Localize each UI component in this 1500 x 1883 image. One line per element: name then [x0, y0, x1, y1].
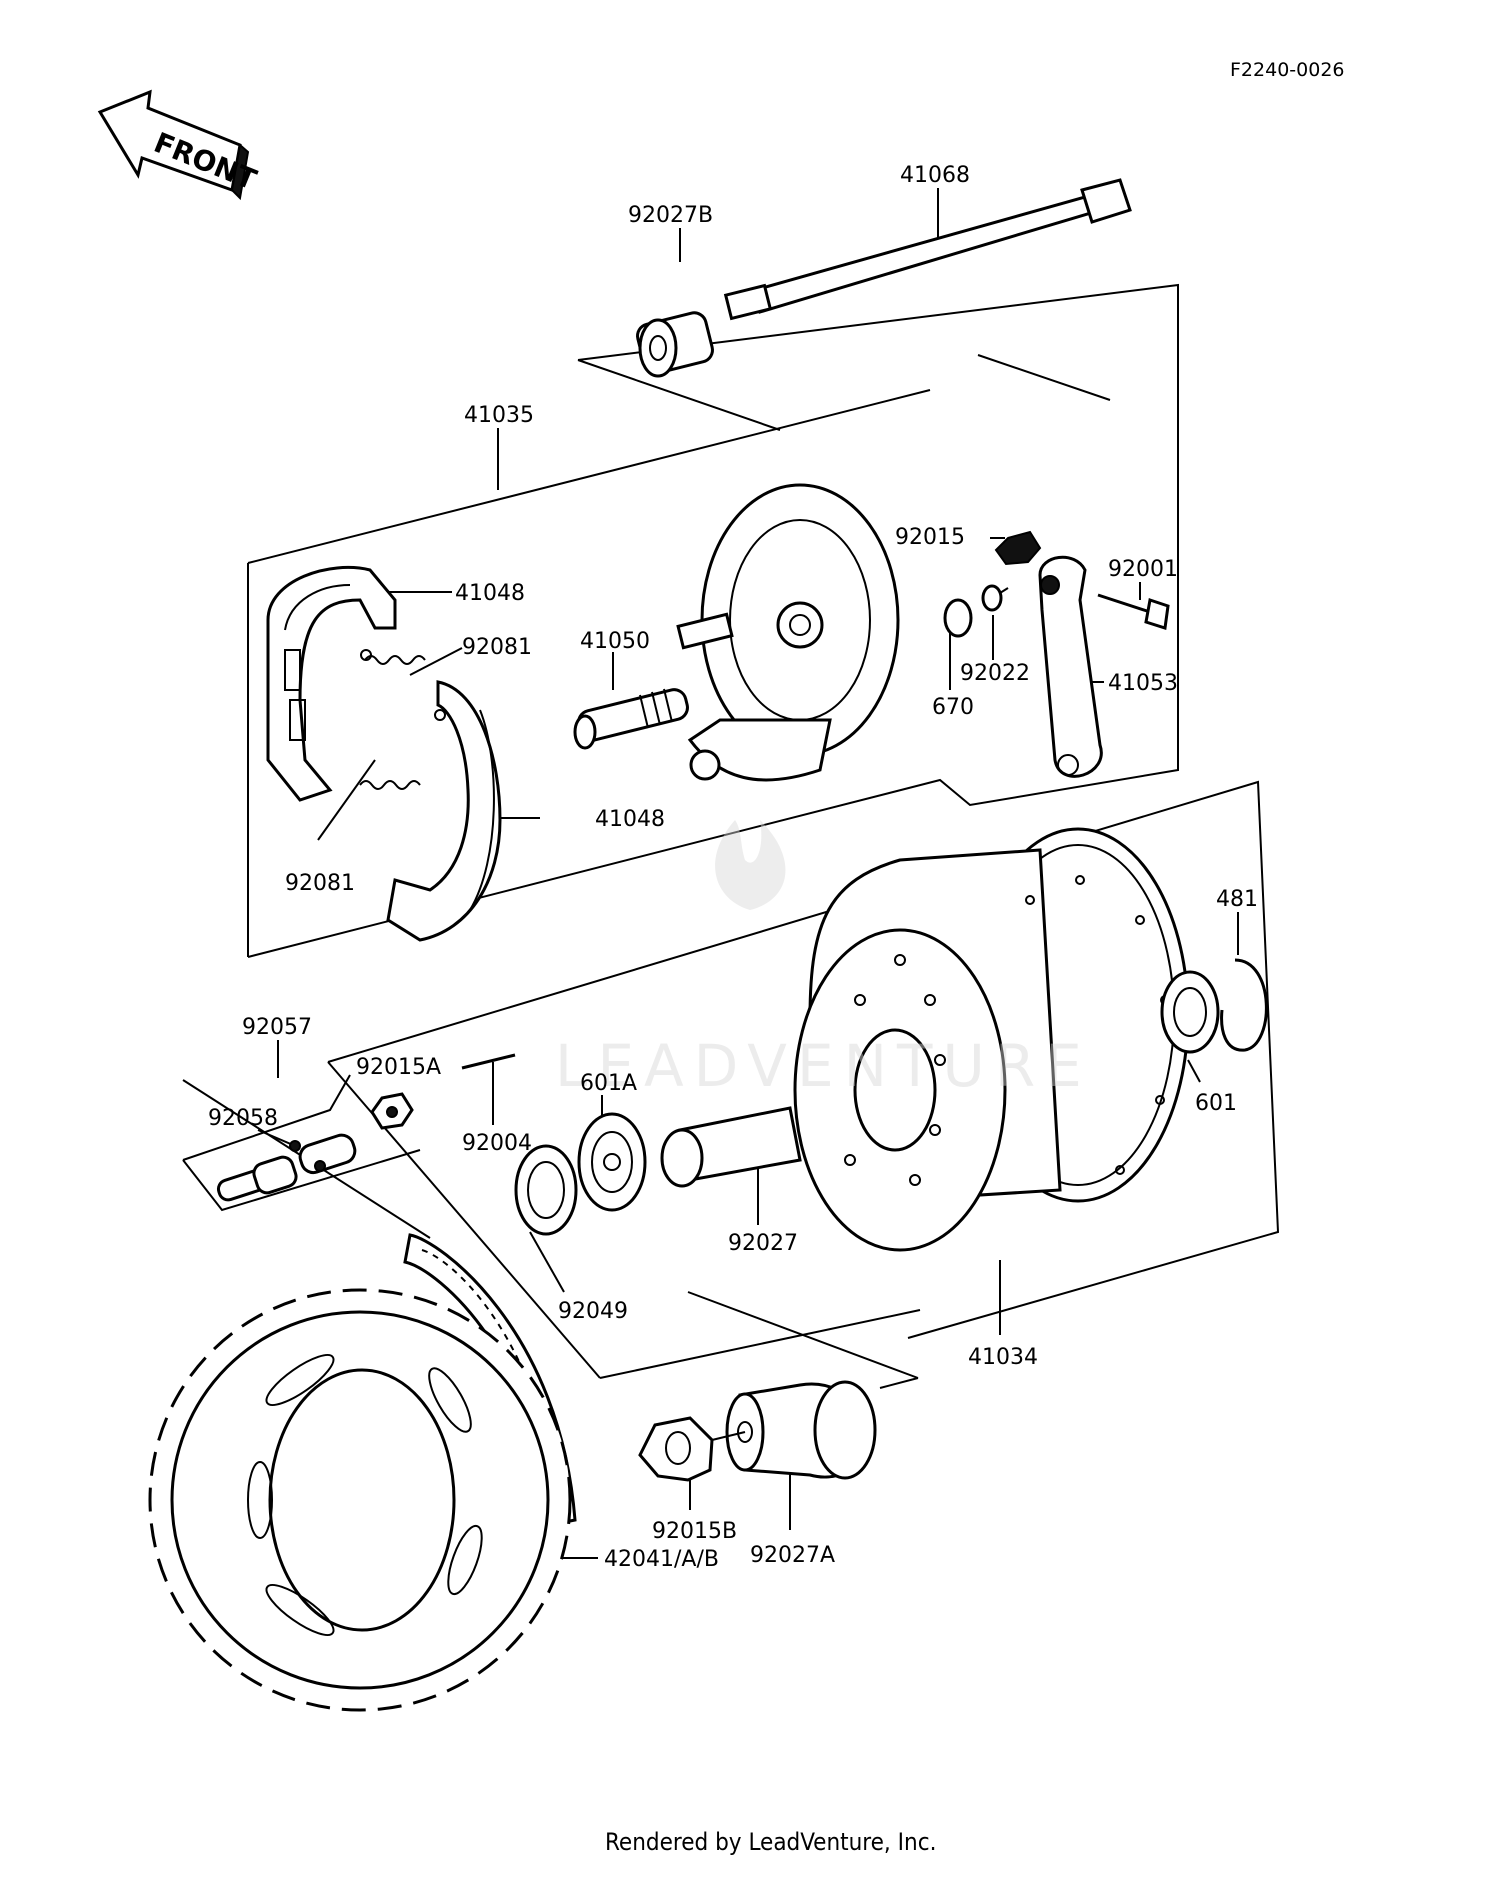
part-label-92001: 92001	[1108, 557, 1178, 582]
part-label-92022: 92022	[960, 661, 1030, 686]
part-label-92027A: 92027A	[750, 1543, 835, 1568]
brake-shoe-lower	[386, 680, 502, 942]
hub-spacer	[660, 1106, 802, 1188]
part-label-92004: 92004	[462, 1131, 532, 1156]
hub-body	[793, 827, 1190, 1252]
brake-lever	[1038, 555, 1103, 778]
part-label-92049: 92049	[558, 1299, 628, 1324]
part-label-41050: 41050	[580, 629, 650, 654]
part-label-601A: 601A	[580, 1071, 637, 1096]
part-label-41034: 41034	[968, 1345, 1038, 1370]
part-label-92027B: 92027B	[628, 203, 713, 228]
brake-springs	[359, 649, 446, 790]
part-label-92058: 92058	[208, 1106, 278, 1131]
rear-sprocket	[148, 1288, 572, 1712]
part-label-41053: 41053	[1108, 671, 1178, 696]
part-label-92027: 92027	[728, 1231, 798, 1256]
part-label-92015: 92015	[895, 525, 965, 550]
part-label-41048-upper: 41048	[455, 581, 525, 606]
watermark: LEADVENTURE	[555, 820, 1092, 1100]
hub-stud	[461, 1053, 516, 1070]
seal	[514, 1144, 578, 1236]
axle-collar	[636, 311, 714, 378]
footer-credit: Rendered by LeadVenture, Inc.	[605, 1828, 936, 1856]
part-labels: 41068 92027B 41035 92015 92001 41048 920…	[208, 163, 1258, 1572]
part-label-601: 601	[1195, 1091, 1237, 1116]
part-label-92015B: 92015B	[652, 1519, 737, 1544]
brake-panel	[676, 483, 900, 782]
part-label-481: 481	[1216, 887, 1258, 912]
part-label-41035: 41035	[464, 403, 534, 428]
nut-92015B	[638, 1416, 714, 1482]
part-label-41048-lower: 41048	[595, 807, 665, 832]
hub-bearing-right	[1160, 970, 1220, 1054]
watermark-text: LEADVENTURE	[555, 1032, 1092, 1100]
part-label-670: 670	[932, 695, 974, 720]
axle	[723, 178, 1132, 321]
hub-bearing-left	[577, 1112, 647, 1212]
brake-cam	[573, 688, 689, 750]
part-label-41068: 41068	[900, 163, 970, 188]
circlip	[1220, 958, 1268, 1052]
part-label-92081-lower: 92081	[285, 871, 355, 896]
chain-joint	[216, 1133, 357, 1202]
nut-92015A	[370, 1092, 414, 1130]
lever-bolt	[1097, 593, 1170, 630]
part-label-92081-upper: 92081	[462, 635, 532, 660]
part-label-92015A: 92015A	[356, 1055, 441, 1080]
collar-92027A	[725, 1380, 877, 1480]
brake-shoe-upper	[266, 565, 397, 802]
part-label-42041: 42041/A/B	[604, 1547, 719, 1572]
part-label-92057: 92057	[242, 1015, 312, 1040]
document-code: F2240-0026	[1230, 59, 1345, 81]
front-arrow-icon: FRONT	[97, 89, 261, 201]
small-hardware-upper	[943, 530, 1042, 638]
